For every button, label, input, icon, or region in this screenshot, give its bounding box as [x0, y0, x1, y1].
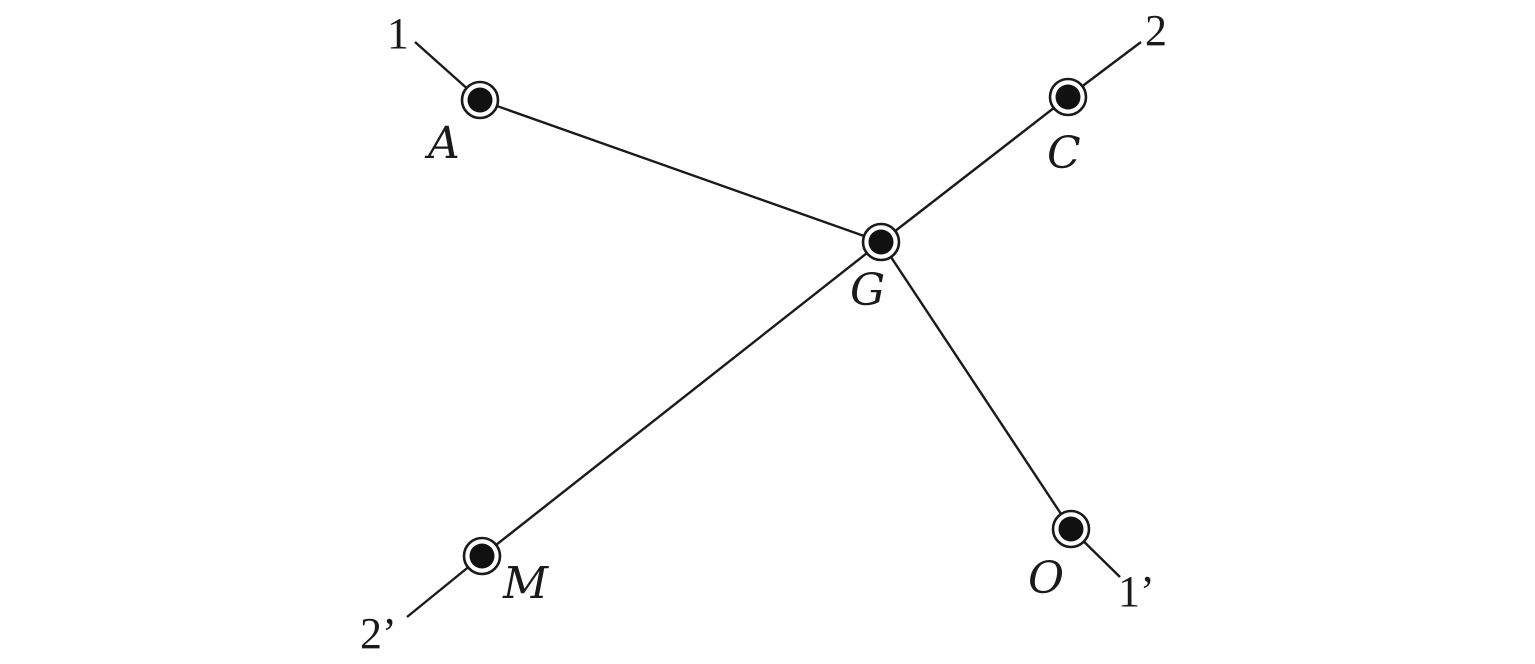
- node-c: [1048, 77, 1088, 117]
- segment-c-g: [880, 96, 1069, 243]
- node-o: [1051, 509, 1091, 549]
- node-a-dot: [467, 87, 493, 113]
- node-c-dot: [1055, 84, 1081, 110]
- line-label-2: 2: [1145, 6, 1167, 55]
- line-label-1-prime: 1’: [1118, 567, 1155, 616]
- point-label-a: A: [424, 118, 460, 169]
- node-a: [460, 80, 500, 120]
- segment-a-g: [479, 98, 882, 244]
- point-label-o: O: [1028, 553, 1064, 604]
- node-g-dot: [868, 229, 894, 255]
- node-m: [462, 536, 502, 576]
- line-label-1: 1: [387, 9, 409, 58]
- segment-g-o: [879, 241, 1073, 530]
- node-g: [861, 222, 901, 262]
- point-label-c: C: [1047, 128, 1081, 179]
- point-label-g: G: [850, 265, 885, 316]
- line-label-2-prime: 2’: [360, 609, 397, 658]
- segments: [406, 41, 1142, 618]
- node-m-dot: [469, 543, 495, 569]
- point-label-m: M: [502, 558, 549, 609]
- node-o-dot: [1058, 516, 1084, 542]
- segment-g-m: [481, 241, 882, 557]
